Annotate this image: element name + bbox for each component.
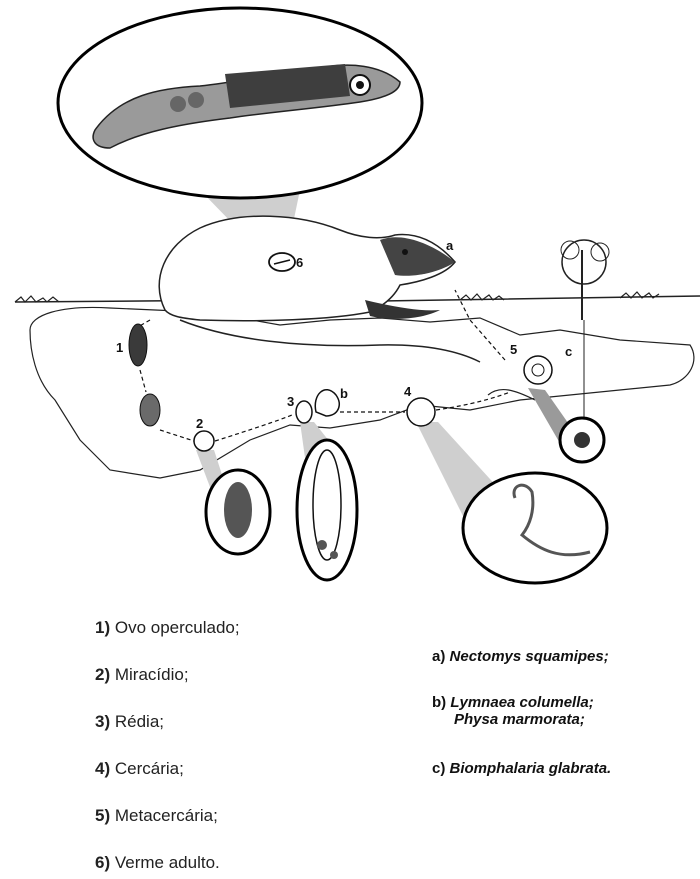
marker-stage-4: 4 [404,384,412,399]
stage-2-miracidium [194,431,270,554]
stage-1-egg [129,324,160,426]
life-cycle-diagram: 1 2 3 4 5 6 a b c [0,0,700,600]
marker-host-a: a [446,238,454,253]
legend-stage-4: 4) Cercária; [95,759,184,779]
legend-host-b: b) Lymnaea columella;Physa marmorata; [432,694,594,728]
legend-stage-1: 1) Ovo operculado; [95,618,240,638]
marker-stage-5: 5 [510,342,517,357]
marker-host-c: c [565,344,572,359]
rat-host [159,216,480,362]
legend-stage-2: 2) Miracídio; [95,665,189,685]
legend-stage-3: 3) Rédia; [95,712,164,732]
plant [561,240,609,444]
marker-stage-2: 2 [196,416,203,431]
legend-stage-5: 5) Metacercária; [95,806,218,826]
stage-3-redia [296,390,357,580]
legend-host-a: a) Nectomys squamipes; [432,648,609,665]
marker-host-b: b [340,386,348,401]
marker-stage-6: 6 [296,255,303,270]
legend-stage-6: 6) Verme adulto. [95,853,220,873]
marker-stage-1: 1 [116,340,123,355]
marker-stage-3: 3 [287,394,294,409]
legend-host-c: c) Biomphalaria glabrata. [432,760,611,777]
stage-5-metacercaria [488,356,604,462]
